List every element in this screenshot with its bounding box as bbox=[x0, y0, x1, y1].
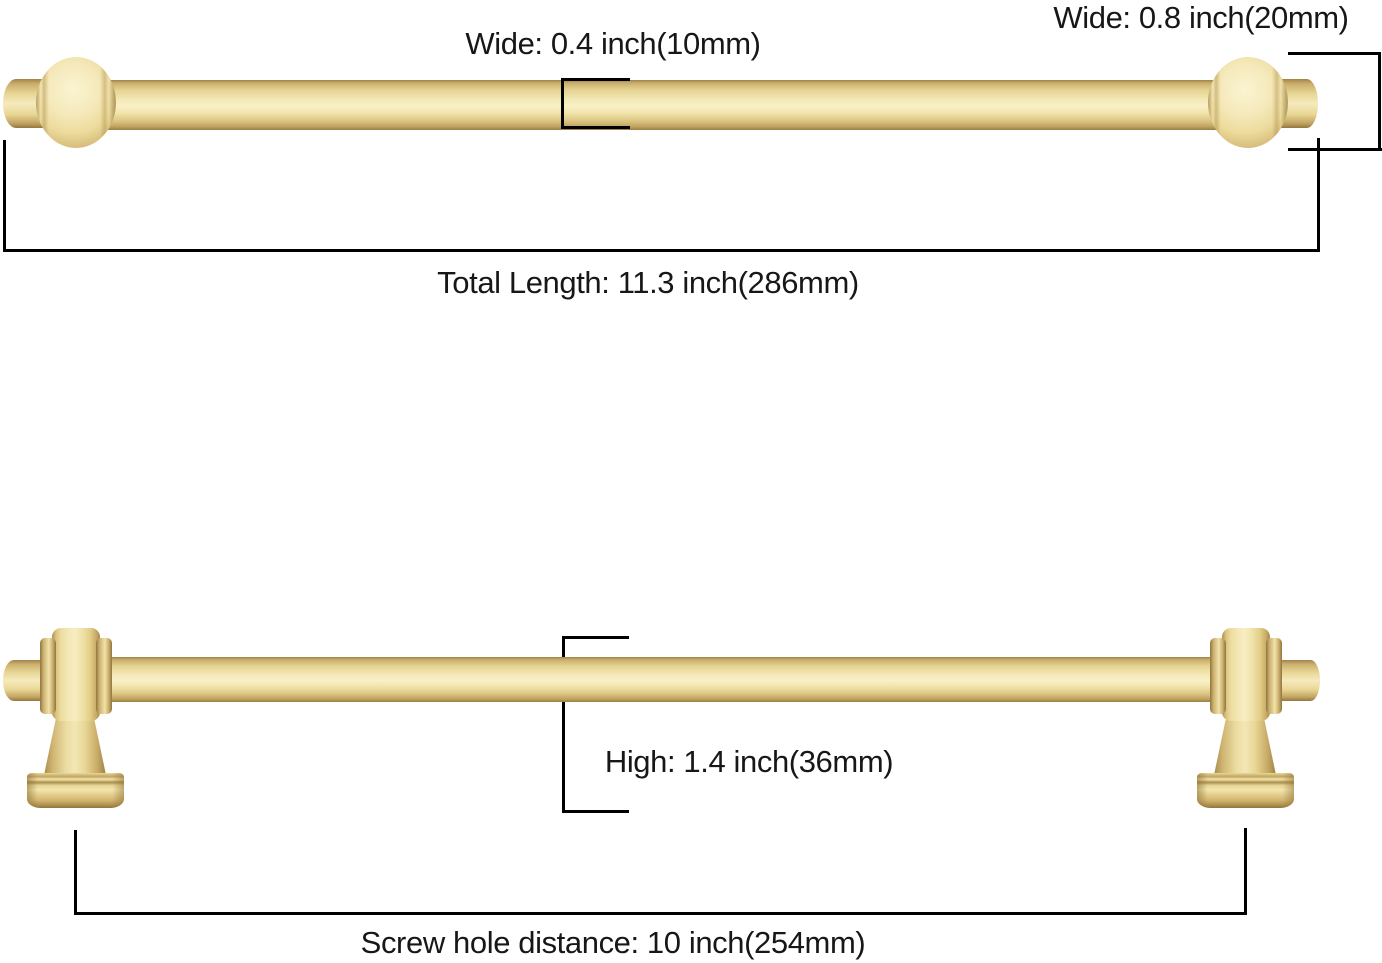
bracket-height-tick-bottom bbox=[562, 810, 629, 813]
bracket-cap-width-tick-top bbox=[1288, 52, 1381, 55]
bracket-bar-width-tick-top bbox=[561, 78, 630, 81]
label-total-length: Total Length: 11.3 inch(286mm) bbox=[437, 265, 859, 300]
label-bar-width: Wide: 0.4 inch(10mm) bbox=[465, 26, 761, 61]
right-post-base bbox=[1197, 773, 1294, 808]
bracket-cap-width-tick-bottom bbox=[1288, 148, 1382, 151]
bracket-screw-distance-horizontal bbox=[74, 912, 1247, 915]
right-knuckle-ring-inner bbox=[1210, 638, 1226, 714]
bracket-height-vertical bbox=[562, 636, 565, 813]
left-post-base bbox=[27, 773, 124, 808]
bracket-bar-width-vertical bbox=[561, 78, 564, 129]
bracket-total-length-left bbox=[3, 140, 6, 252]
right-knuckle-ring-outer bbox=[1266, 638, 1282, 714]
right-mounting-post bbox=[1214, 719, 1276, 775]
left-knuckle-ring-inner bbox=[96, 638, 112, 714]
handle-left-end-cap bbox=[36, 57, 116, 148]
bracket-bar-width-tick-bottom bbox=[561, 126, 630, 129]
right-knuckle bbox=[1222, 628, 1270, 721]
bracket-total-length-right bbox=[1317, 138, 1320, 252]
left-knuckle-ring-outer bbox=[40, 638, 56, 714]
bracket-cap-width-vertical bbox=[1378, 52, 1381, 151]
handle-right-end-cap bbox=[1208, 57, 1288, 148]
label-screw-hole-distance: Screw hole distance: 10 inch(254mm) bbox=[360, 925, 866, 960]
label-height: High: 1.4 inch(36mm) bbox=[604, 744, 894, 779]
left-mounting-post bbox=[44, 719, 106, 775]
label-cap-width: Wide: 0.8 inch(20mm) bbox=[1053, 0, 1349, 35]
bracket-screw-distance-right bbox=[1244, 828, 1247, 915]
handle-bar-side bbox=[100, 657, 1222, 702]
bracket-total-length-horizontal bbox=[3, 249, 1320, 252]
bracket-height-tick-top bbox=[562, 636, 629, 639]
handle-bar bbox=[100, 80, 1222, 130]
left-knuckle bbox=[52, 628, 100, 721]
bracket-screw-distance-left bbox=[74, 830, 77, 915]
